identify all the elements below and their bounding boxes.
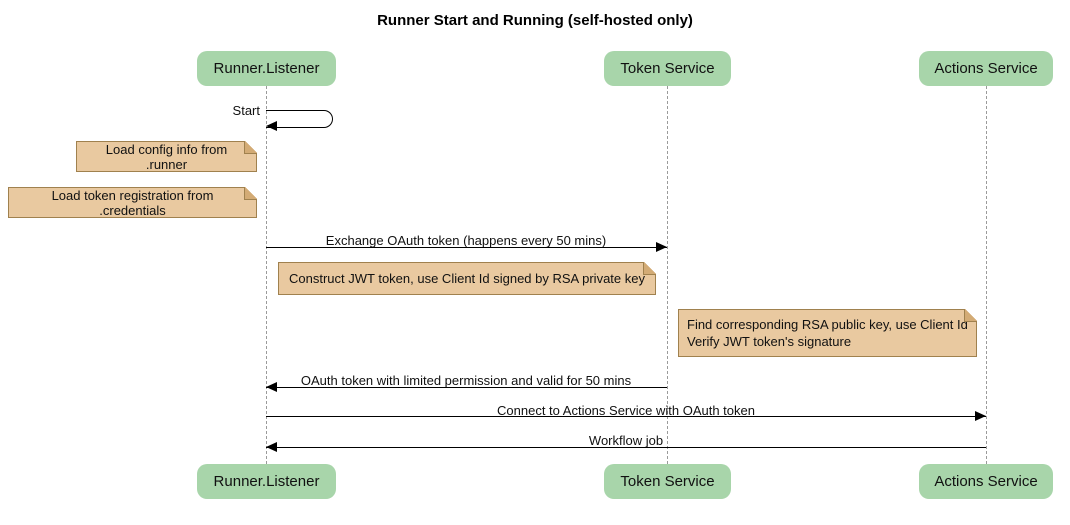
arrowhead-right-icon (975, 411, 986, 421)
note-load-token-registration: Load token registration from .credential… (8, 187, 257, 218)
message-label-workflow-job: Workflow job (588, 433, 664, 448)
message-label-connect-actions: Connect to Actions Service with OAuth to… (497, 403, 755, 418)
message-line (266, 387, 667, 388)
note-load-config: Load config info from .runner (76, 141, 257, 172)
note-line: Find corresponding RSA public key, use C… (687, 317, 968, 332)
note-construct-jwt: Construct JWT token, use Client Id signe… (278, 262, 656, 295)
lifeline-token-service (667, 86, 668, 464)
participant-token-service-bottom: Token Service (604, 464, 731, 499)
arrowhead-left-icon (266, 442, 277, 452)
participant-token-service-top: Token Service (604, 51, 731, 86)
lifeline-actions-service (986, 86, 987, 464)
participant-runner-listener-bottom: Runner.Listener (197, 464, 336, 499)
note-line: Verify JWT token's signature (687, 334, 852, 349)
message-label-start: Start (232, 103, 260, 118)
participant-runner-listener-top: Runner.Listener (197, 51, 336, 86)
lifeline-runner-listener (266, 86, 267, 464)
arrowhead-right-icon (656, 242, 667, 252)
message-line (266, 247, 667, 248)
participant-actions-service-bottom: Actions Service (919, 464, 1053, 499)
self-message-loop (266, 110, 333, 128)
message-line (266, 416, 986, 417)
diagram-title: Runner Start and Running (self-hosted on… (377, 12, 693, 29)
participant-actions-service-top: Actions Service (919, 51, 1053, 86)
message-line (266, 447, 986, 448)
message-label-exchange-oauth: Exchange OAuth token (happens every 50 m… (325, 233, 607, 248)
arrowhead-left-icon (266, 382, 277, 392)
message-label-oauth-token-return: OAuth token with limited permission and … (300, 373, 632, 388)
arrowhead-left-icon (266, 121, 277, 131)
note-verify-jwt: Find corresponding RSA public key, use C… (678, 309, 977, 357)
